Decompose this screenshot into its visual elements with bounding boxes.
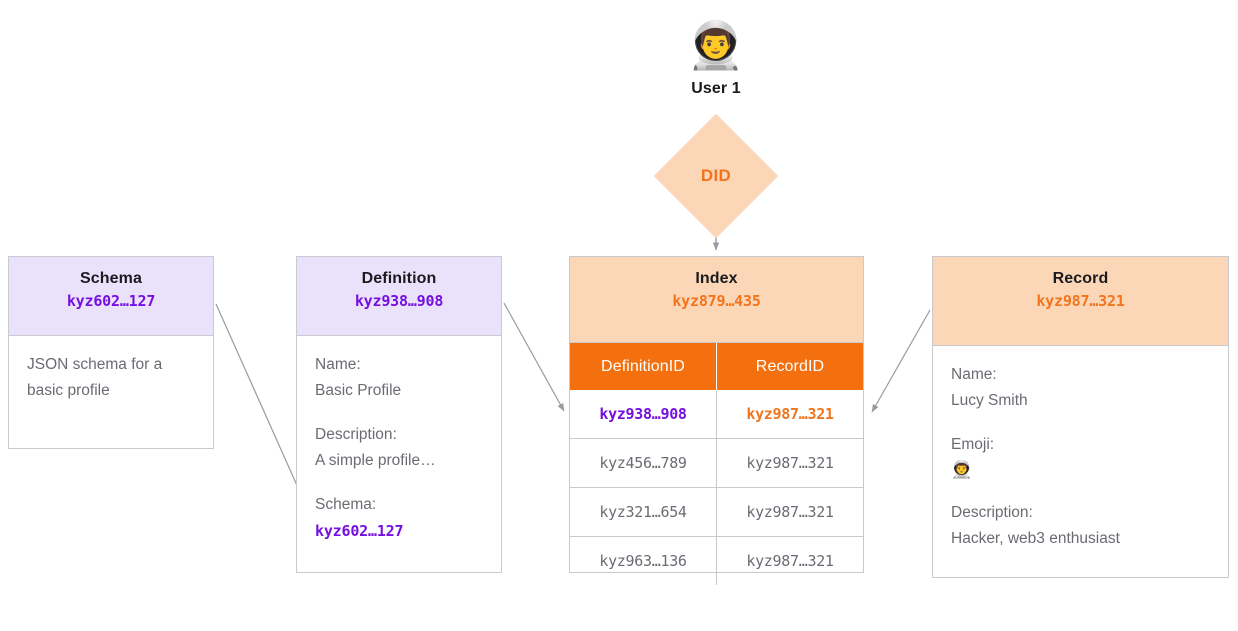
definition-field-description-label: Description:	[315, 426, 397, 443]
user-label: User 1	[691, 80, 741, 97]
index-cell-record-id: kyz987…321	[716, 487, 863, 537]
definition-field-description-value: A simple profile…	[315, 452, 436, 469]
record-title: Record	[1052, 270, 1109, 287]
record-id: kyz987…321	[1036, 292, 1125, 310]
index-title: Index	[695, 270, 738, 287]
definition-id: kyz938…908	[354, 292, 444, 310]
record-field-emoji: Emoji: 👨‍🚀	[951, 432, 1210, 482]
did-label: DID	[700, 166, 732, 185]
index-column-record-id: RecordID	[716, 343, 863, 390]
index-id: kyz879…435	[672, 292, 761, 310]
index-cell-definition-id: kyz321…654	[570, 487, 717, 537]
index-cell-definition-id: kyz938…908	[570, 390, 717, 439]
index-table-row[interactable]: kyz963…136 kyz987…321	[570, 536, 863, 585]
schema-card-body: JSON schema for a basic profile	[9, 336, 213, 418]
did-node: DID	[653, 113, 779, 239]
index-cell-definition-id: kyz963…136	[570, 536, 717, 585]
record-field-name-label: Name:	[951, 366, 997, 383]
definition-card-header: Definition kyz938…908	[297, 257, 501, 336]
schema-card-header: Schema kyz602…127	[9, 257, 213, 336]
index-table-row[interactable]: kyz456…789 kyz987…321	[570, 438, 863, 488]
record-field-description-label: Description:	[951, 504, 1033, 521]
record-field-name-value: Lucy Smith	[951, 392, 1028, 409]
index-card: Index kyz879…435 DefinitionID RecordID k…	[569, 256, 864, 585]
definition-field-name-label: Name:	[315, 356, 361, 373]
index-cell-record-id: kyz987…321	[716, 390, 863, 439]
schema-card: Schema kyz602…127 JSON schema for a basi…	[8, 256, 214, 449]
schema-id: kyz602…127	[66, 292, 156, 310]
index-card-header: Index kyz879…435	[570, 257, 863, 343]
record-card-header: Record kyz987…321	[933, 257, 1228, 346]
index-table-row[interactable]: kyz321…654 kyz987…321	[570, 487, 863, 537]
connector-definition-to-index	[503, 302, 565, 412]
index-table: DefinitionID RecordID kyz938…908 kyz987……	[570, 343, 863, 585]
record-field-emoji-label: Emoji:	[951, 436, 995, 453]
definition-card: Definition kyz938…908 Name: Basic Profil…	[296, 256, 502, 573]
index-cell-record-id: kyz987…321	[746, 552, 834, 570]
record-card-body: Name: Lucy Smith Emoji: 👨‍🚀 Description:…	[933, 346, 1228, 566]
connector-record-to-index	[871, 309, 931, 413]
index-column-definition-id: DefinitionID	[570, 343, 717, 390]
record-field-description-value: Hacker, web3 enthusiast	[951, 530, 1120, 547]
index-cell-definition-id: kyz456…789	[570, 438, 717, 488]
user-node: 👨‍🚀 User 1	[655, 16, 777, 98]
definition-field-schema: Schema: kyz602…127	[315, 492, 483, 544]
record-card: Record kyz987…321 Name: Lucy Smith Emoji…	[932, 256, 1229, 578]
index-cell-record-id: kyz987…321	[716, 438, 863, 488]
definition-card-body: Name: Basic Profile Description: A simpl…	[297, 336, 501, 558]
schema-title: Schema	[80, 270, 142, 287]
definition-field-schema-label: Schema:	[315, 496, 377, 513]
definition-field-description: Description: A simple profile…	[315, 422, 483, 474]
definition-field-schema-value: kyz602…127	[315, 522, 404, 540]
definition-field-name-value: Basic Profile	[315, 382, 402, 399]
schema-description: JSON schema for a basic profile	[27, 356, 163, 399]
index-table-row[interactable]: kyz938…908 kyz987…321	[570, 390, 863, 439]
astronaut-emoji-icon: 👨‍🚀	[687, 18, 745, 72]
record-field-emoji-value-astronaut-emoji-icon: 👨‍🚀	[951, 460, 973, 480]
record-field-description: Description: Hacker, web3 enthusiast	[951, 500, 1210, 552]
definition-title: Definition	[361, 270, 437, 287]
record-field-name: Name: Lucy Smith	[951, 362, 1210, 414]
index-table-header-row: DefinitionID RecordID	[570, 343, 863, 390]
definition-field-name: Name: Basic Profile	[315, 352, 483, 404]
